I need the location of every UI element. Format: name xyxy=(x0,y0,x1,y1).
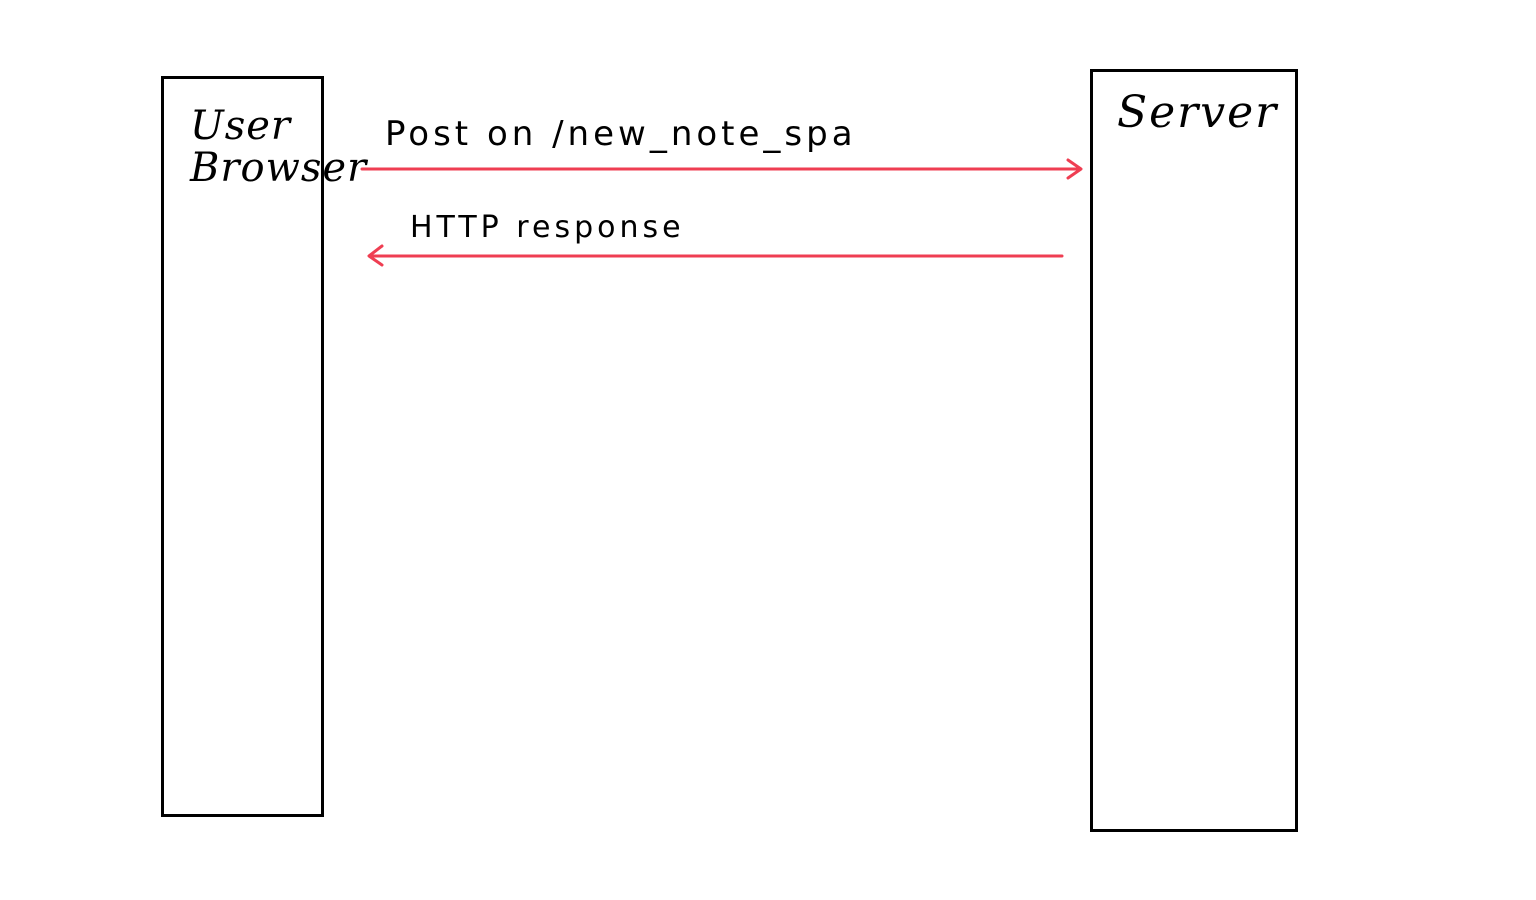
request-arrow xyxy=(360,158,1083,180)
response-arrow xyxy=(367,244,1064,267)
user-browser-label: User Browser xyxy=(190,103,368,191)
user-browser-lifeline: User Browser xyxy=(161,76,366,817)
request-message-label: Post on /new_note_spa xyxy=(385,114,857,154)
server-lifeline: Server xyxy=(1090,69,1298,832)
server-label: Server xyxy=(1117,87,1279,138)
response-message-label: HTTP response xyxy=(410,210,685,245)
